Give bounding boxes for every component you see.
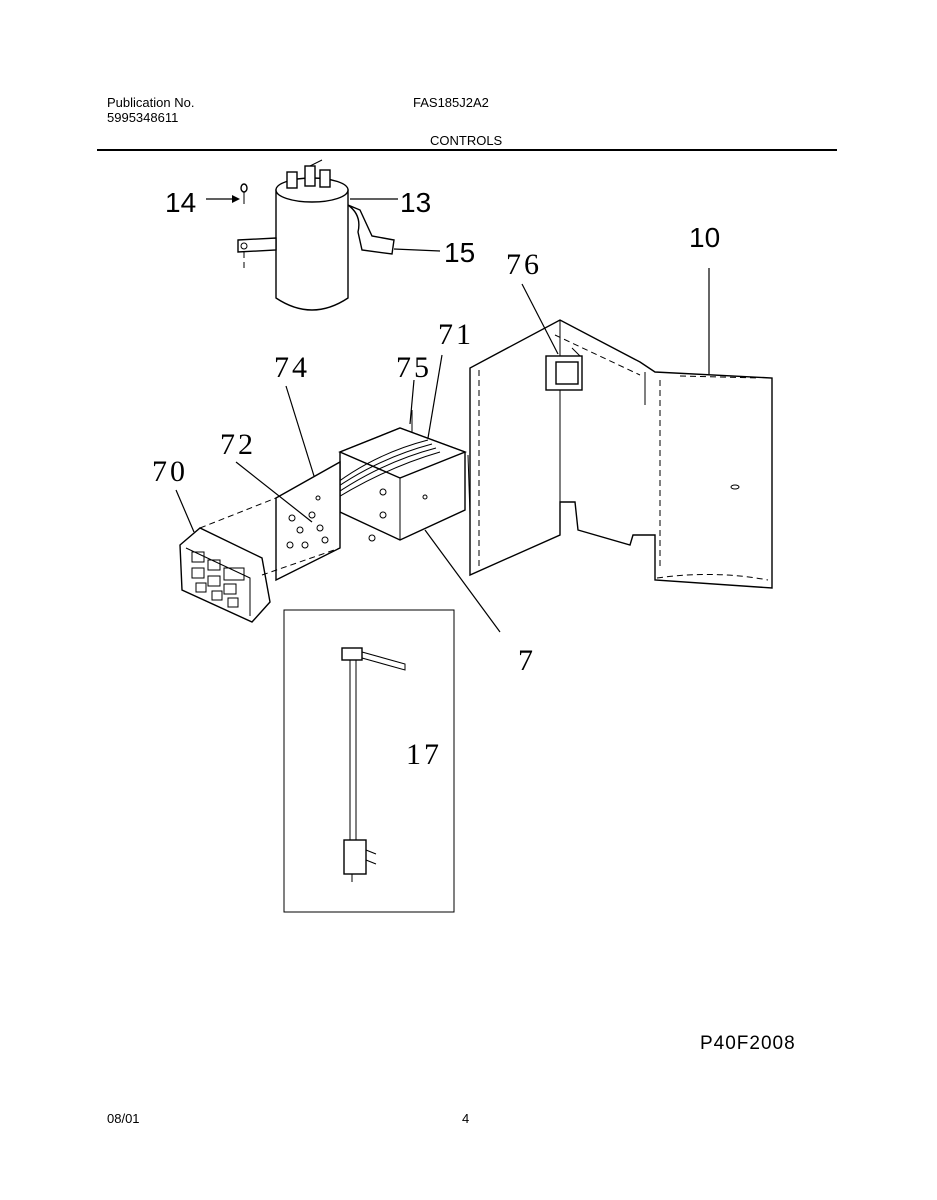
keypad-panel-part — [179, 497, 341, 623]
callout-71: 71 — [438, 318, 474, 351]
callout-70: 70 — [152, 455, 188, 488]
transformer-part — [545, 347, 583, 391]
callout-13: 13 — [400, 187, 431, 218]
strap-part — [237, 204, 395, 270]
figure-code: P40F2008 — [700, 1033, 796, 1054]
leader-15 — [393, 248, 441, 252]
leader-72 — [235, 461, 313, 523]
leader-76 — [521, 283, 559, 355]
model-number: FAS185J2A2 — [413, 95, 489, 110]
callout-72: 72 — [220, 428, 256, 461]
publication-label: Publication No. — [107, 95, 195, 110]
inset-box — [283, 609, 455, 913]
footer-date: 08/01 — [107, 1111, 140, 1126]
callout-17: 17 — [406, 738, 442, 771]
capacitor-part — [275, 159, 349, 311]
leader-71 — [427, 354, 443, 439]
callout-15: 15 — [444, 237, 475, 268]
leader-74 — [285, 385, 315, 477]
cabinet-part — [469, 319, 773, 589]
publication-number: 5995348611 — [107, 110, 179, 125]
screw-part — [240, 183, 248, 204]
callout-76: 76 — [506, 248, 542, 281]
leader-70 — [175, 489, 195, 533]
callout-10: 10 — [689, 222, 720, 253]
section-title: CONTROLS — [430, 133, 503, 148]
page-number: 4 — [462, 1111, 470, 1126]
callout-75: 75 — [396, 351, 432, 384]
control-box-part — [317, 410, 471, 541]
callout-7: 7 — [518, 644, 536, 677]
leader-75 — [409, 379, 415, 425]
arrowhead-14 — [232, 195, 240, 203]
callout-74: 74 — [274, 351, 310, 384]
leader-7 — [424, 529, 501, 633]
power-cord-part — [341, 647, 406, 882]
callout-14: 14 — [165, 187, 196, 218]
header-rule — [97, 149, 837, 151]
